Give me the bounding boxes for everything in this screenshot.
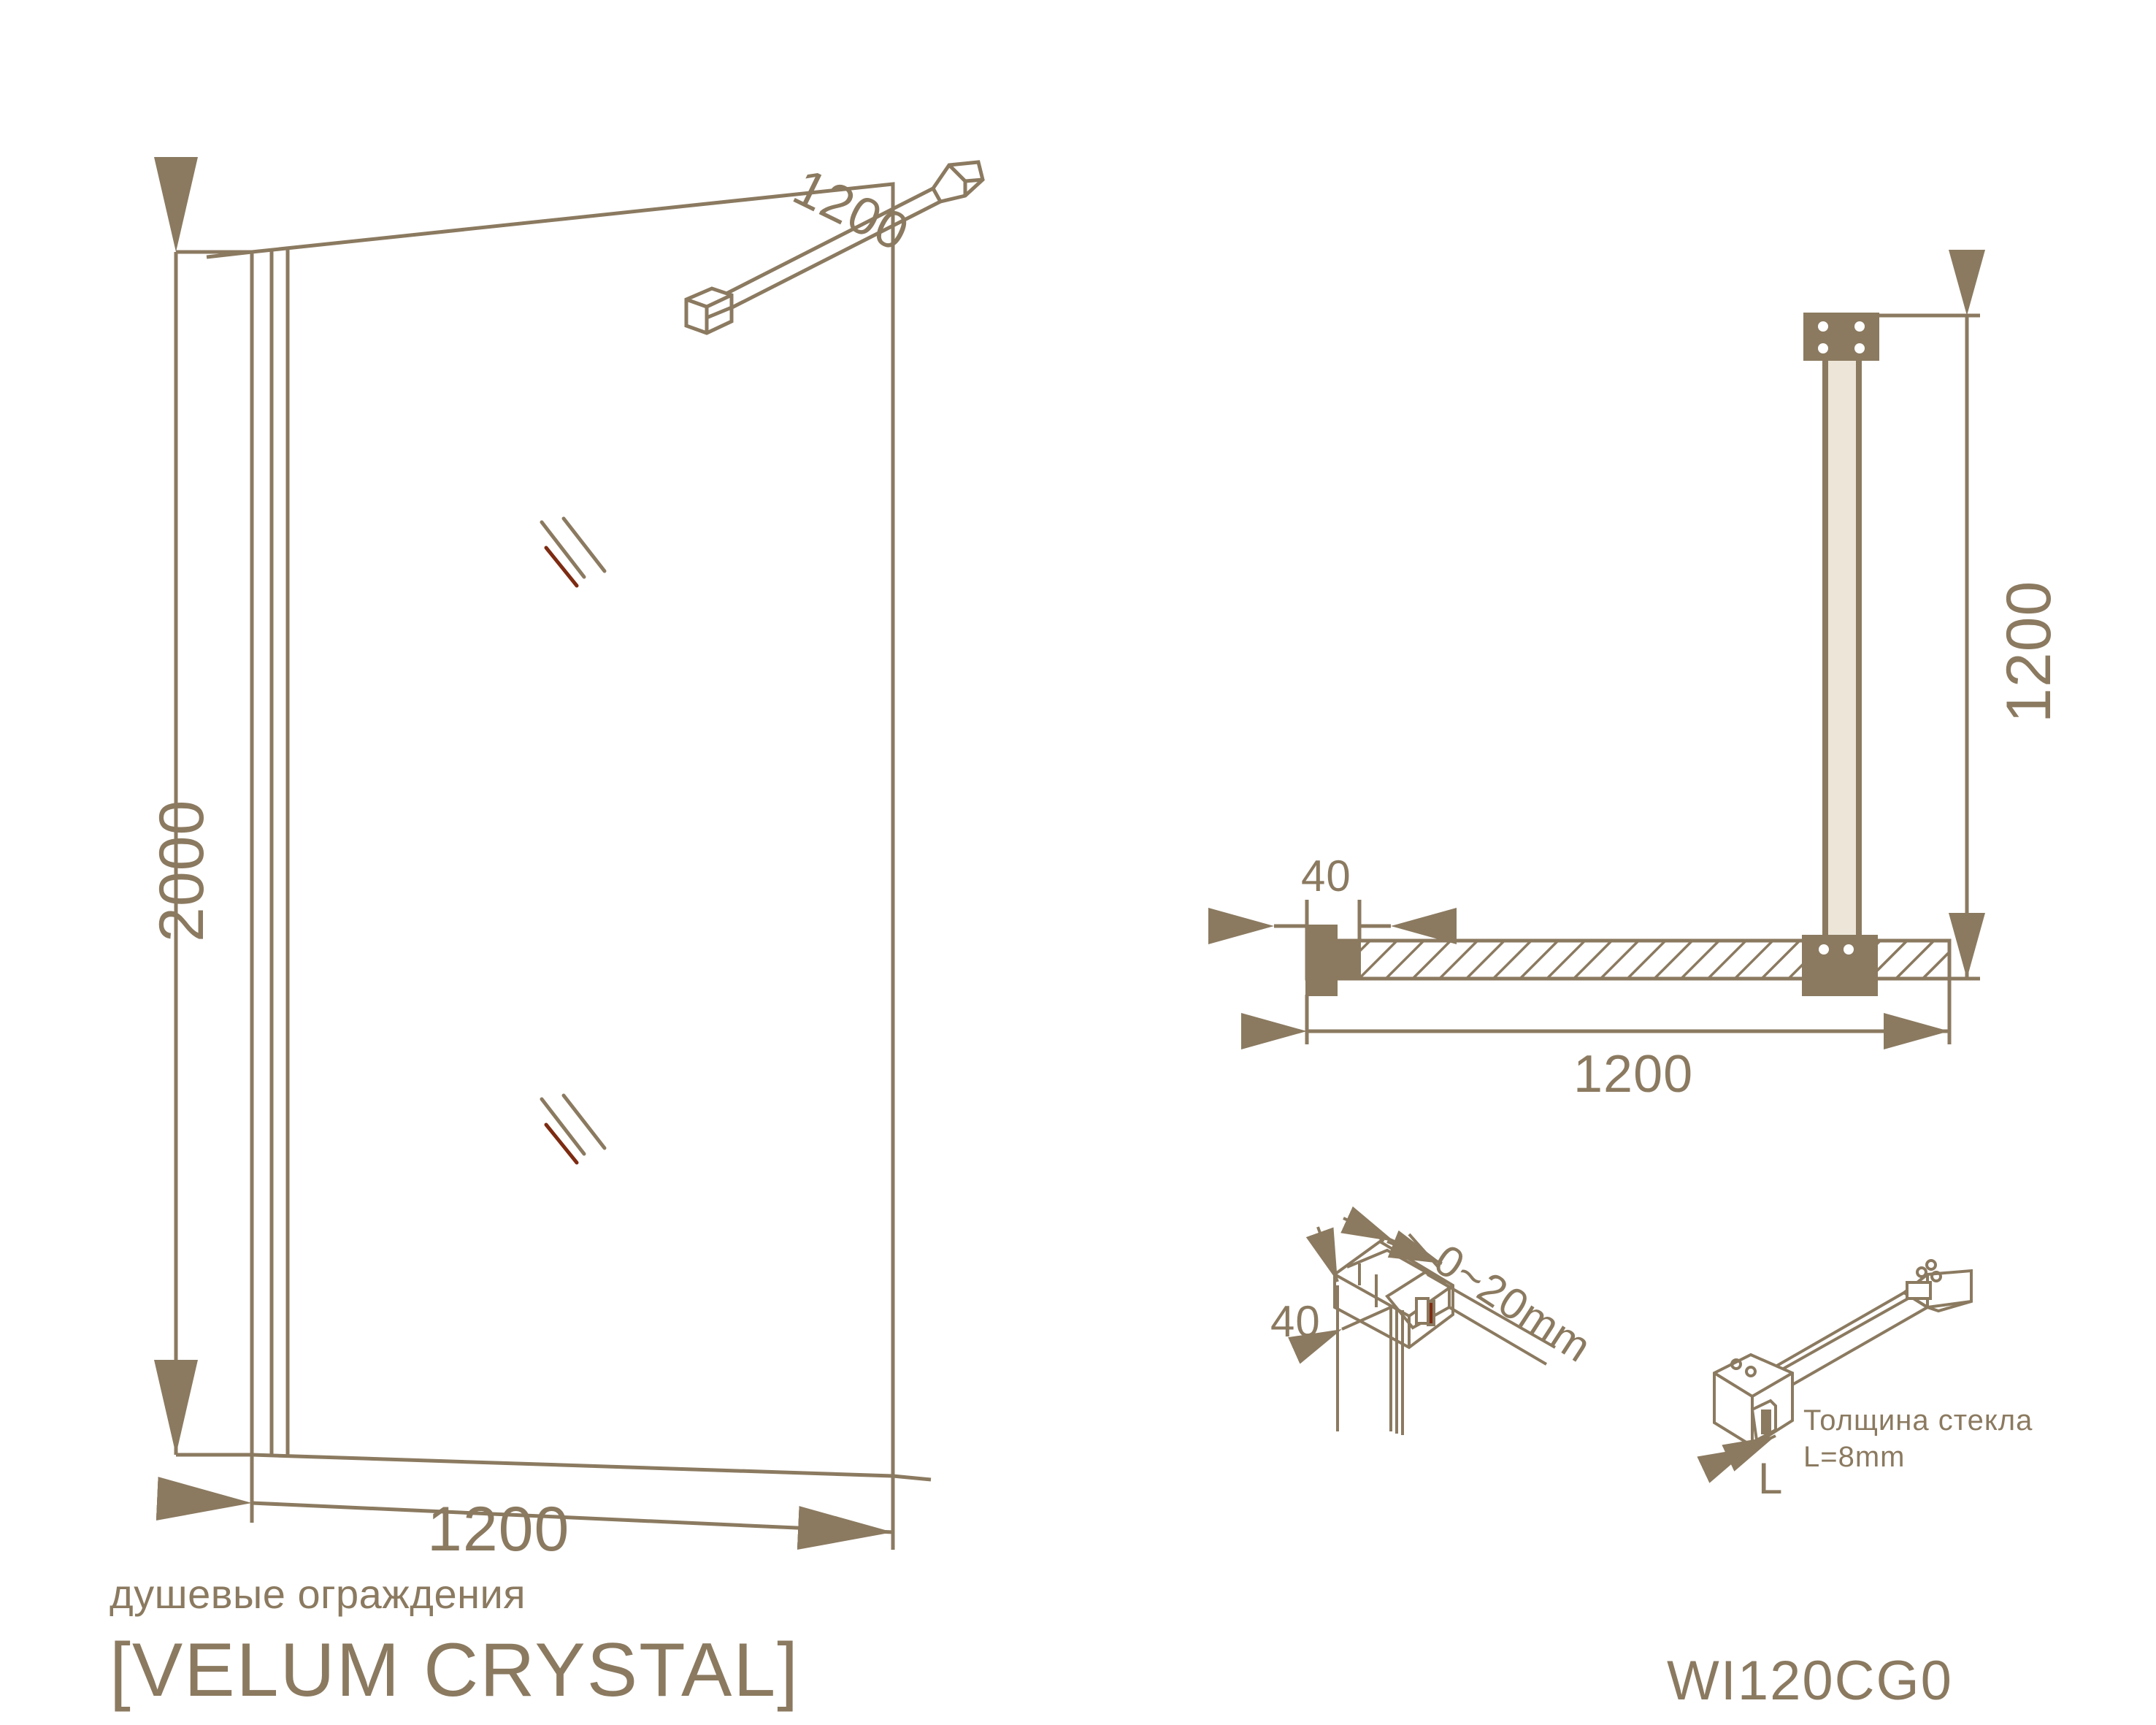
dimension-label-elevation-height: 2000 — [147, 799, 217, 942]
support-bar-detail-geometry — [1697, 1259, 1973, 1483]
dimension-label-plan-width: 1200 — [1573, 1045, 1694, 1104]
note-glass-thickness-line1: Толщина стекла — [1803, 1404, 2033, 1437]
dimension-label-detail-profile-height: 40 — [1270, 1297, 1321, 1346]
dimension-label-plan-profile: 40 — [1301, 852, 1351, 900]
dimension-label-elevation-width: 1200 — [427, 1494, 570, 1564]
plan-view-geometry — [1305, 313, 1973, 996]
dimension-plan-height-1200 — [1878, 250, 1985, 981]
elevation-view-geometry — [206, 182, 932, 1482]
model-code: WI120CG0 — [1667, 1650, 1953, 1712]
glass-reflection-marks — [540, 516, 607, 1165]
note-glass-thickness-line2: L=8mm — [1803, 1441, 1906, 1473]
dimension-label-plan-height: 1200 — [1994, 580, 2064, 723]
dimension-label-glass-thickness-leader: L — [1758, 1454, 1784, 1503]
dimension-width-1200 — [156, 1455, 895, 1550]
wall-profile-detail-geometry — [1288, 1206, 1556, 1435]
dimension-height-2000 — [154, 157, 252, 1457]
dimension-plan-width-1200 — [1241, 979, 1952, 1049]
dimension-plan-profile-40 — [1208, 900, 1457, 944]
brand-title: [VELUM CRYSTAL] — [110, 1628, 800, 1713]
brand-subtitle: душевые ограждения — [110, 1571, 526, 1617]
support-brace-elevation — [684, 160, 985, 335]
